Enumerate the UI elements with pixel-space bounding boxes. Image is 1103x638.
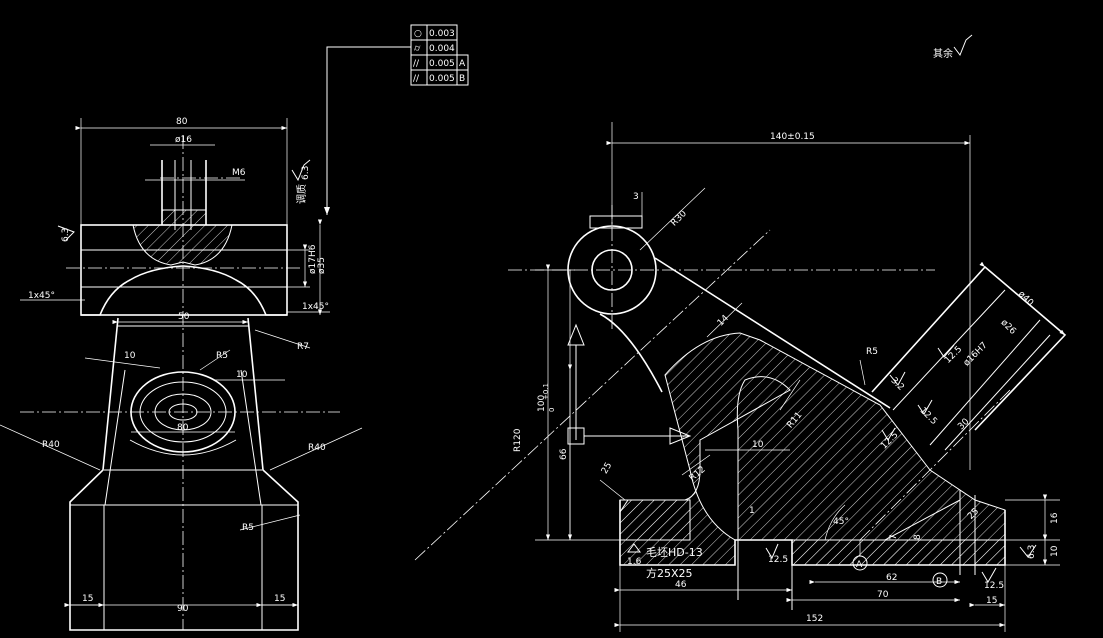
right-dim-100-tol-lower: 0	[548, 408, 556, 412]
right-note-blank: 毛坯HD-13	[646, 546, 703, 559]
left-dim-chamfer-2: 1x45°	[302, 302, 329, 312]
right-dim-45deg: 45°	[833, 517, 849, 527]
left-dim-d35: ø35	[317, 257, 327, 274]
right-dim-d16h7: ø16H7	[962, 341, 990, 369]
right-dim-100-tol-upper: +0.1	[542, 383, 550, 400]
right-dim-100: 100	[537, 395, 547, 412]
fcf-tol-1: 0.003	[429, 29, 455, 39]
right-dim-r30: R30	[669, 209, 689, 229]
left-heat-note: 调质	[296, 184, 308, 204]
right-dim-r25: 25	[600, 461, 614, 476]
right-ra-12.5-e: 12.5	[984, 581, 1004, 591]
right-dim-d40: ø40	[1016, 289, 1035, 308]
right-ra-1.6: 1.6	[627, 557, 642, 567]
left-dim-d80: 80	[177, 423, 189, 433]
right-ra-12.5-d: 12.5	[768, 555, 788, 565]
right-note-size: 方25X25	[646, 566, 693, 580]
fcf-leader	[324, 46, 411, 215]
right-dim-16: 16	[1050, 512, 1060, 524]
left-dim-15a: 15	[82, 594, 93, 604]
right-dim-15: 15	[986, 596, 997, 606]
right-dim-d26: ø26	[999, 318, 1018, 337]
right-ra-6.3: 6.3	[1027, 545, 1037, 559]
right-dim-30: 30	[956, 417, 971, 432]
left-dim-chamfer-1: 1x45°	[28, 291, 55, 301]
left-dim-80: 80	[176, 117, 188, 127]
left-dim-10a: 10	[124, 351, 136, 361]
left-dim-50: 50	[178, 312, 190, 322]
fcf-sym-4: //	[413, 74, 420, 84]
fcf-tol-4: 0.005	[429, 74, 455, 84]
left-dim-r40-left: R40	[42, 440, 60, 450]
right-dim-3: 3	[633, 192, 639, 202]
fcf-sym-1: ○	[414, 29, 422, 39]
left-dim-10b: 10	[236, 370, 248, 380]
left-dim-r5-lower: R5	[242, 523, 254, 533]
right-dim-7: 7	[889, 534, 899, 540]
right-ra-12.5-b: 12.5	[918, 406, 939, 427]
right-dim-r5: R5	[866, 347, 878, 357]
right-dim-r120: R120	[513, 428, 523, 452]
right-dim-62: 62	[886, 573, 897, 583]
right-dim-46: 46	[675, 580, 687, 590]
svg-text:其余: 其余	[933, 47, 953, 60]
right-view: 140±0.15 3 R30 14 R5 ø40 ø26 3.2 12.5 ø1…	[414, 122, 1067, 632]
fcf-sym-3: //	[413, 59, 420, 69]
left-view: 80 ø16 M6 6.3 调质 6.3 ø17H6 ø35 1x45° 1x4…	[0, 117, 363, 631]
right-dim-10: 10	[752, 440, 764, 450]
left-dim-d17h6: ø17H6	[308, 244, 318, 274]
datum-a: A	[856, 560, 863, 570]
left-dim-15b: 15	[274, 594, 285, 604]
left-ra-6.3-top: 6.3	[301, 166, 311, 180]
right-ra-12.5-a: 12.5	[943, 345, 964, 366]
fcf-tol-2: 0.004	[429, 44, 455, 54]
fcf-datum-4: B	[459, 74, 465, 84]
left-dim-r5-upper: R5	[216, 351, 228, 361]
right-dim-70: 70	[877, 590, 889, 600]
right-dim-152: 152	[806, 614, 823, 624]
left-dim-r7: R7	[297, 342, 309, 352]
right-dim-10-right: 10	[1050, 545, 1060, 557]
fcf-sym-2: ⌭	[414, 44, 421, 54]
right-dim-140: 140±0.15	[770, 132, 815, 142]
right-dim-66: 66	[559, 448, 569, 460]
left-ra-6.3-side: 6.3	[61, 228, 71, 242]
feature-control-frame: ○ 0.003 ⌭ 0.004 // 0.005 A // 0.005 B	[410, 24, 469, 86]
right-ra-3.2: 3.2	[889, 376, 906, 393]
left-dim-90: 90	[177, 604, 189, 614]
fcf-tol-3: 0.005	[429, 59, 455, 69]
right-dim-8: 8	[913, 534, 923, 540]
left-dim-m6: M6	[232, 168, 246, 178]
left-dim-d16: ø16	[175, 135, 192, 145]
fcf-datum-3: A	[459, 59, 466, 69]
other-roughness-note: 其余	[933, 34, 973, 60]
right-dim-1: 1	[749, 506, 755, 516]
left-dim-r40-right: R40	[308, 443, 326, 453]
